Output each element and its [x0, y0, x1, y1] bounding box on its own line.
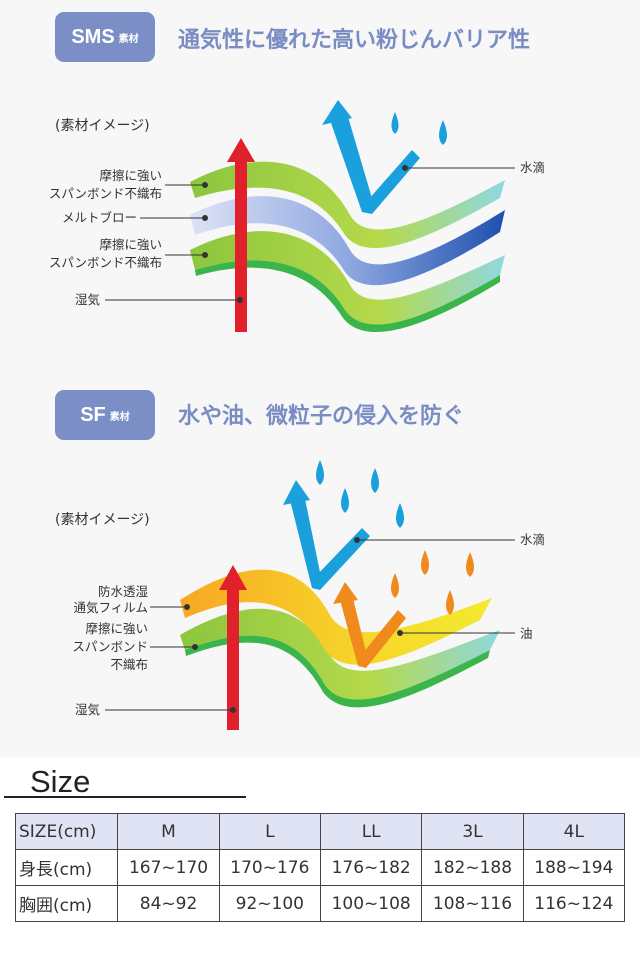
sms-label-top-2: スパンボンド不織布	[48, 186, 162, 201]
sf-label-moisture: 湿気	[75, 702, 101, 717]
sf-water-drops	[316, 460, 404, 528]
sf-water-arrow	[283, 480, 370, 590]
sms-water-drops	[391, 112, 447, 145]
sf-film-layer	[180, 569, 492, 665]
header-cell: M	[117, 813, 220, 850]
sms-label-moisture: 湿気	[75, 292, 101, 307]
sf-label-film-1: 防水透湿	[97, 584, 148, 599]
sf-base-layer	[180, 608, 500, 708]
table-cell: 167~170	[117, 849, 220, 886]
badge-sub: 素材	[109, 411, 130, 423]
table-cell: 84~92	[117, 885, 220, 922]
badge-main: SMS	[71, 25, 115, 48]
sms-meltblown-layer	[190, 196, 505, 286]
table-row: 胸囲(cm) 84~92 92~100 100~108 108~116 116~…	[14, 885, 626, 922]
sf-label-base-2: スパンボンド	[72, 639, 148, 654]
header-cell: SIZE(cm)	[14, 813, 119, 850]
sf-label-oil: 油	[520, 626, 533, 641]
sms-title: 通気性に優れた高い粉じんバリア性	[178, 28, 531, 53]
sf-label-base-3: 不織布	[110, 657, 148, 672]
sms-label-water: 水滴	[520, 160, 546, 175]
sms-image-label: (素材イメージ)	[55, 118, 150, 134]
badge-sub: 素材	[118, 33, 139, 45]
header-cell: LL	[319, 813, 423, 850]
sms-label-middle: メルトブロー	[62, 210, 138, 225]
sf-moisture-arrow	[219, 565, 247, 730]
row-label: 身長(cm)	[14, 849, 119, 886]
sf-oil-arrow	[333, 582, 406, 668]
size-heading: Size	[30, 764, 91, 799]
table-cell: 176~182	[319, 849, 423, 886]
header-cell: L	[218, 813, 322, 850]
material-diagrams	[105, 100, 515, 730]
sms-label-bottom-2: スパンボンド不織布	[48, 255, 162, 270]
sf-image-label: (素材イメージ)	[55, 512, 150, 528]
sf-label-film-2: 通気フィルム	[73, 600, 148, 615]
size-heading-underline	[4, 796, 246, 798]
sf-label-base-1: 摩擦に強い	[85, 621, 148, 636]
table-row: 身長(cm) 167~170 170~176 176~182 182~188 1…	[14, 849, 626, 886]
sms-label-bottom-1: 摩擦に強い	[99, 237, 162, 252]
row-label: 胸囲(cm)	[14, 885, 119, 922]
sf-title: 水や油、微粒子の侵入を防ぐ	[178, 404, 465, 429]
header-cell: 3L	[421, 813, 524, 850]
table-header-row: SIZE(cm) M L LL 3L 4L	[14, 813, 626, 850]
table-cell: 188~194	[522, 849, 626, 886]
sms-bottom-layer	[190, 231, 505, 333]
sf-oil-drops	[391, 550, 474, 615]
badge-main: SF	[80, 403, 106, 426]
size-table: SIZE(cm) M L LL 3L 4L 身長(cm) 167~170 170…	[14, 813, 626, 922]
header-cell: 4L	[522, 813, 626, 850]
table-cell: 182~188	[421, 849, 524, 886]
sf-label-water: 水滴	[520, 532, 546, 547]
sms-moisture-arrow	[227, 138, 255, 332]
sms-label-top-1: 摩擦に強い	[99, 168, 162, 183]
table-cell: 170~176	[218, 849, 322, 886]
table-cell: 92~100	[218, 885, 322, 922]
table-cell: 108~116	[421, 885, 524, 922]
sms-top-layer	[190, 161, 505, 249]
table-cell: 116~124	[522, 885, 626, 922]
table-cell: 100~108	[319, 885, 423, 922]
